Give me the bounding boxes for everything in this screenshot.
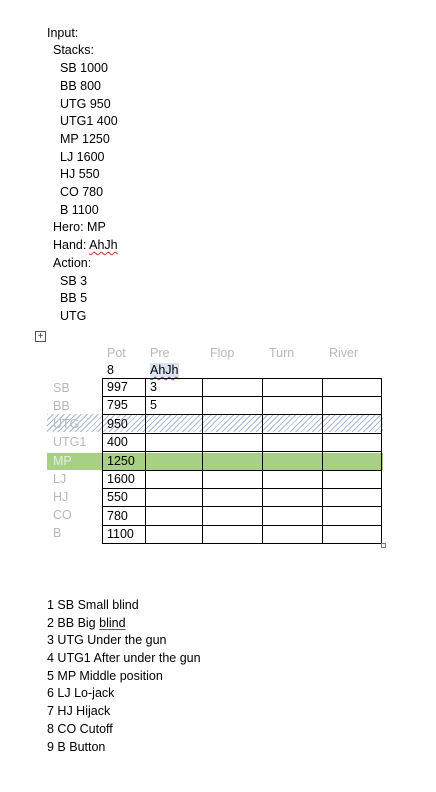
legend-line: 5 MP Middle position bbox=[47, 669, 163, 683]
stack-line: MP 1250 bbox=[60, 132, 110, 146]
stack-cell[interactable]: 795 bbox=[107, 398, 128, 412]
action-line: BB 5 bbox=[60, 291, 88, 305]
position-label: B bbox=[53, 526, 62, 540]
pot-value: 8 bbox=[107, 363, 114, 377]
stack-cell[interactable]: 1250 bbox=[107, 454, 135, 468]
stack-line: CO 780 bbox=[60, 185, 104, 199]
header-turn: Turn bbox=[269, 346, 295, 360]
table-resize-handle-icon[interactable] bbox=[381, 543, 386, 548]
hand-prefix: Hand: bbox=[53, 238, 90, 252]
stacks-label: Stacks: bbox=[53, 43, 94, 57]
stack-cell[interactable]: 1600 bbox=[107, 472, 135, 486]
selected-row-highlight bbox=[47, 414, 383, 432]
hand-line: Hand: AhJh bbox=[53, 237, 118, 253]
stack-cell[interactable]: 550 bbox=[107, 490, 128, 504]
action-line: UTG bbox=[60, 309, 87, 323]
stack-cell[interactable]: 1100 bbox=[107, 527, 134, 541]
action-line: SB 3 bbox=[60, 274, 88, 288]
pre-action-cell[interactable]: 3 bbox=[150, 380, 157, 394]
position-label: HJ bbox=[53, 490, 69, 504]
header-pot: Pot bbox=[107, 346, 126, 360]
stack-line: HJ 550 bbox=[60, 167, 100, 181]
position-label: UTG1 bbox=[53, 435, 87, 449]
stack-cell[interactable]: 780 bbox=[107, 509, 128, 523]
pre-hand: AhJh bbox=[150, 362, 179, 378]
legend-prefix: 2 BB Big bbox=[47, 616, 100, 630]
stack-line: B 1100 bbox=[60, 203, 99, 217]
header-flop: Flop bbox=[210, 346, 235, 360]
stack-line: SB 1000 bbox=[60, 61, 108, 75]
legend-line: 7 HJ Hijack bbox=[47, 704, 111, 718]
hand-value: AhJh bbox=[89, 238, 118, 252]
position-label: LJ bbox=[53, 472, 67, 486]
legend-line: 8 CO Cutoff bbox=[47, 722, 113, 736]
stack-line: UTG 950 bbox=[60, 97, 111, 111]
action-label: Action: bbox=[53, 256, 92, 270]
position-label: BB bbox=[53, 399, 70, 413]
position-label: CO bbox=[53, 508, 72, 522]
pre-action-cell[interactable]: 5 bbox=[150, 398, 157, 412]
stack-line: LJ 1600 bbox=[60, 150, 105, 164]
legend-line: 9 B Button bbox=[47, 740, 106, 754]
legend-line: 1 SB Small blind bbox=[47, 598, 139, 612]
legend-line: 4 UTG1 After under the gun bbox=[47, 651, 201, 665]
header-river: River bbox=[329, 346, 359, 360]
position-label: SB bbox=[53, 381, 70, 395]
pre-hand-text: AhJh bbox=[150, 363, 179, 377]
stack-cell[interactable]: 950 bbox=[107, 417, 128, 431]
hero-row-highlight bbox=[47, 453, 383, 470]
legend-line: 2 BB Big blind bbox=[47, 615, 126, 631]
legend-line: 3 UTG Under the gun bbox=[47, 633, 167, 647]
stack-line: UTG1 400 bbox=[60, 114, 118, 128]
stack-cell[interactable]: 400 bbox=[107, 435, 128, 449]
input-title: Input: bbox=[47, 26, 79, 40]
position-label: UTG bbox=[53, 417, 80, 431]
position-label: MP bbox=[53, 454, 72, 468]
stack-line: BB 800 bbox=[60, 79, 102, 93]
table-move-handle-icon[interactable]: + bbox=[35, 331, 46, 342]
hero-line: Hero: MP bbox=[53, 220, 106, 234]
legend-line: 6 LJ Lo-jack bbox=[47, 686, 115, 700]
stack-cell[interactable]: 997 bbox=[107, 380, 128, 394]
header-pre: Pre bbox=[150, 346, 170, 360]
action-table: 997 795 950 400 1250 1600 550 780 1100 3… bbox=[102, 378, 382, 544]
legend-underlined-word: blind bbox=[99, 616, 126, 630]
